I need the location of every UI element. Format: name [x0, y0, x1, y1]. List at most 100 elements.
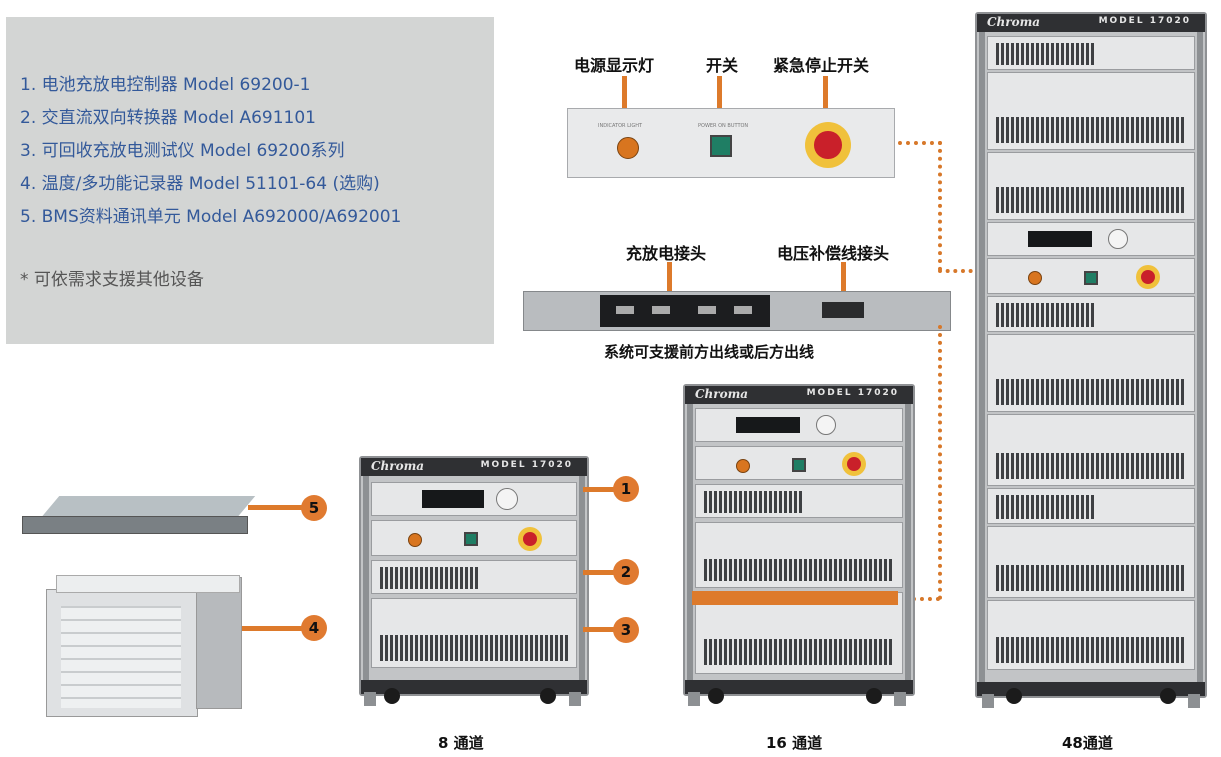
converter-unit	[371, 560, 577, 594]
control-panel-unit	[371, 520, 577, 556]
rack-model: MODEL 17020	[806, 388, 899, 398]
connector-port	[734, 306, 752, 314]
rack-16-channel: Chroma MODEL 17020	[683, 384, 915, 696]
controller-unit	[695, 408, 903, 442]
badge-4: 4	[301, 615, 327, 641]
indicator-light	[1028, 271, 1042, 285]
controller-unit	[987, 222, 1195, 256]
recorder-front	[46, 589, 198, 717]
leveling-foot	[982, 694, 994, 708]
vent-grille	[996, 453, 1186, 479]
rack-rail	[1197, 32, 1203, 682]
connector-panel	[523, 291, 951, 331]
tester-unit	[987, 334, 1195, 412]
badge-3: 3	[613, 617, 639, 643]
tester-unit	[987, 152, 1195, 220]
vent-grille	[996, 637, 1186, 663]
connector-link-vertical	[938, 325, 942, 600]
recorder-side	[196, 577, 242, 709]
caption-8-channel: 8 通道	[438, 734, 484, 752]
emergency-stop-button	[805, 122, 851, 168]
leveling-foot	[1188, 694, 1200, 708]
voltage-connector-pointer	[841, 262, 846, 302]
legend-item-1: 1. 电池充放电控制器 Model 69200-1	[20, 75, 311, 95]
bms-unit-top	[40, 496, 256, 518]
legend-list: 1. 电池充放电控制器 Model 69200-1 2. 交直流双向转换器 Mo…	[20, 69, 401, 234]
tester-unit	[987, 72, 1195, 150]
vent-grille	[996, 303, 1096, 327]
rack-base	[977, 682, 1205, 696]
rack-brand: Chroma	[695, 387, 749, 401]
emergency-stop-button	[518, 527, 542, 551]
rack-rail	[363, 476, 369, 680]
caster	[384, 688, 400, 704]
connector-port	[698, 306, 716, 314]
switch-label: 开关	[706, 56, 739, 75]
tester-unit	[987, 36, 1195, 70]
knob	[496, 488, 518, 510]
charge-connector-block	[600, 295, 770, 327]
caption-16-channel: 16 通道	[766, 734, 823, 752]
tester-unit	[695, 592, 903, 674]
vent-grille	[704, 639, 894, 665]
charge-connector-label: 充放电接头	[626, 244, 707, 263]
rack-base	[685, 680, 913, 694]
emergency-stop-button	[842, 452, 866, 476]
rack-brand: Chroma	[371, 459, 425, 473]
tester-unit	[987, 414, 1195, 486]
badge-1: 1	[613, 476, 639, 502]
vent-grille	[996, 43, 1096, 65]
converter-unit	[987, 488, 1195, 524]
rack-base	[361, 680, 587, 694]
bms-unit-front	[22, 516, 248, 534]
voltage-connector-block	[822, 302, 864, 318]
caster	[1160, 688, 1176, 704]
switch-pointer	[717, 76, 722, 128]
vent-grille	[996, 187, 1186, 213]
estop-pointer	[823, 76, 828, 116]
switch-small-text: POWER ON BUTTON	[698, 123, 749, 129]
rack-rail	[687, 404, 693, 680]
converter-unit	[987, 296, 1195, 332]
caster	[708, 688, 724, 704]
pointer-5	[248, 505, 304, 510]
rack-rail	[905, 404, 911, 680]
indicator-label: 电源显示灯	[574, 56, 655, 75]
vent-grille	[996, 565, 1186, 591]
control-panel: INDICATOR LIGHT POWER ON BUTTON	[567, 108, 895, 178]
indicator-light	[736, 459, 750, 473]
estop-label: 紧急停止开关	[773, 56, 870, 75]
legend-box: 1. 电池充放电控制器 Model 69200-1 2. 交直流双向转换器 Mo…	[6, 17, 494, 344]
caster	[866, 688, 882, 704]
lcd-display	[422, 490, 484, 508]
leveling-foot	[688, 692, 700, 706]
connector-port	[652, 306, 670, 314]
knob	[1108, 229, 1128, 249]
panel-link-top	[898, 141, 942, 145]
voltage-connector-label: 电压补偿线接头	[777, 244, 890, 263]
rack-rail	[979, 32, 985, 682]
tester-unit	[987, 600, 1195, 670]
vent-grille	[704, 491, 804, 513]
control-panel-unit	[987, 258, 1195, 294]
pointer-4	[242, 626, 304, 631]
tester-unit	[987, 526, 1195, 598]
control-panel-unit	[695, 446, 903, 480]
vent-grille	[380, 567, 480, 589]
tester-unit	[371, 598, 577, 668]
rack-rail	[579, 476, 585, 680]
converter-unit	[695, 484, 903, 518]
pointer-3	[583, 627, 617, 632]
rack-brand: Chroma	[987, 15, 1041, 29]
connector-link-to-rack	[896, 597, 940, 601]
badge-2: 2	[613, 559, 639, 585]
vent-grille	[996, 117, 1186, 143]
knob	[816, 415, 836, 435]
leveling-foot	[894, 692, 906, 706]
power-switch	[464, 532, 478, 546]
panel-link-to-rack	[938, 269, 988, 273]
lcd-display	[736, 417, 800, 433]
power-switch	[1084, 271, 1098, 285]
pointer-1	[583, 487, 617, 492]
